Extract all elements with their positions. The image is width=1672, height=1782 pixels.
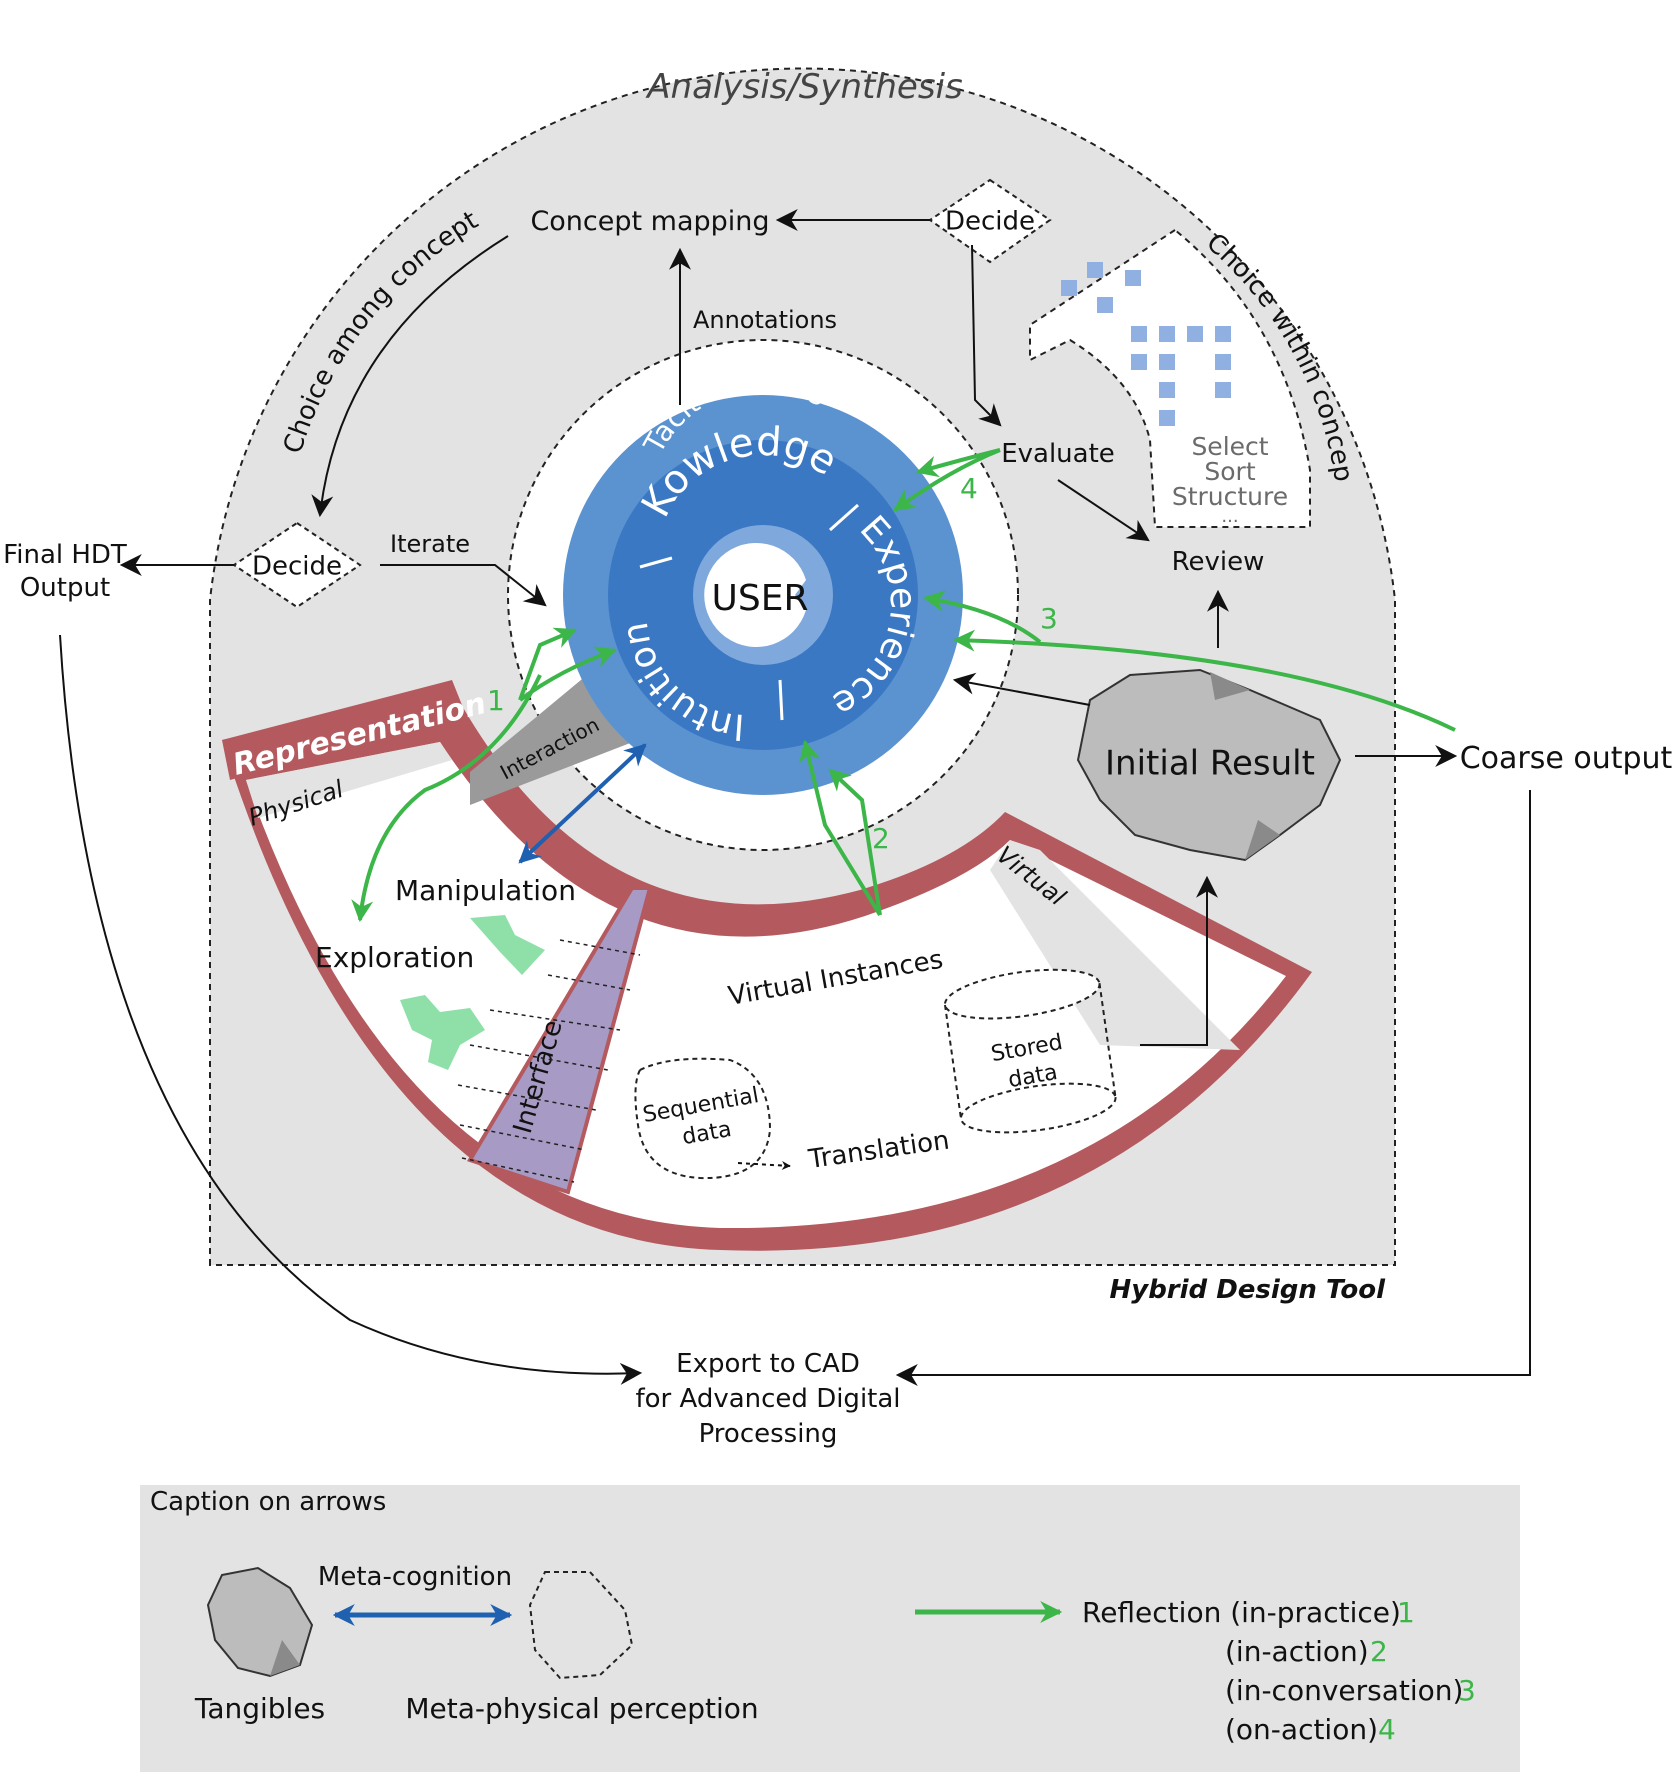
tangibles-rock-shade (270, 1640, 300, 1676)
export-label-3: Processing (699, 1419, 838, 1449)
select-label: Select (1191, 432, 1268, 461)
sequential-data-blob (634, 1057, 772, 1180)
reflection-2-arrow-b (798, 739, 882, 917)
black-arrows (59, 209, 1531, 1386)
reflection-2-arrow-a (828, 768, 882, 916)
evaluate-label: Evaluate (1001, 439, 1115, 469)
legend-caption: Caption on arrows (150, 1487, 386, 1517)
iterate-label: Iterate (390, 530, 470, 558)
structure-label: Structure (1172, 482, 1288, 511)
arrow-stored-to-rock (1140, 875, 1218, 1046)
reflection-number-4: 4 (960, 472, 978, 505)
arrow-evaluate-to-review (1057, 479, 1150, 542)
reflection-number-1: 1 (487, 684, 505, 717)
exploration-label: Exploration (315, 941, 474, 974)
arrow-choice-among (311, 235, 509, 518)
reflection-1-arrow-c (518, 646, 618, 702)
decide-top-diamond (928, 178, 1052, 264)
legend-meta-physical-label: Meta-physical perception (405, 1692, 758, 1725)
stored-data-cylinder (943, 968, 1117, 1134)
reflection-arrows (351, 448, 1456, 923)
arrow-final-to-export (59, 634, 643, 1385)
arrow-coarse-to-export (895, 790, 1531, 1386)
legend-meta-cognition-label: Meta-cognition (318, 1562, 512, 1592)
legend-on-action-label: (on-action) (1225, 1713, 1378, 1746)
physical-strip (246, 742, 452, 818)
interface-strip (467, 886, 653, 1195)
manipulation-label: Manipulation (395, 874, 576, 907)
legend-tangibles-label: Tangibles (194, 1692, 325, 1725)
legend-reflection-n3: 3 (1458, 1674, 1476, 1707)
legend-box (140, 1485, 1520, 1772)
interface-projection-lines (457, 939, 641, 1183)
reflection-1-arrow-a (518, 627, 578, 701)
reflection-number-2: 2 (872, 822, 890, 855)
exploration-hand-icon (400, 995, 485, 1070)
decide-top-label: Decide (945, 207, 1035, 237)
final-hdt-output-label: Final HDT (3, 540, 127, 570)
final-hdt-output-label-2: Output (20, 573, 110, 603)
reflection-1-arrow-b (351, 674, 542, 923)
review-label: Review (1172, 547, 1265, 577)
coarse-output-label: Coarse output (1460, 741, 1672, 776)
decide-left-diamond (232, 521, 362, 609)
arrow-decide-to-evaluate (971, 244, 1002, 427)
virtual-strip (990, 840, 1240, 1050)
initial-result-label: Initial Result (1105, 744, 1315, 784)
sort-label: Sort (1204, 457, 1255, 486)
arrow-iterate (380, 564, 547, 607)
arrow-sequential-to-translation (737, 1161, 791, 1171)
legend-in-conversation-label: (in-conversation) (1225, 1674, 1463, 1707)
export-label-1: Export to CAD (676, 1349, 860, 1379)
meta-cognition-arrow-manipulation (518, 743, 647, 864)
legend-reflection-n2: 2 (1370, 1635, 1388, 1668)
rock-shade (1210, 672, 1250, 700)
arrow-rock-to-core (952, 672, 1091, 706)
export-label-2: for Advanced Digital (635, 1384, 900, 1414)
representation-label-box (222, 680, 466, 780)
exploration-arrow-icon (470, 915, 545, 975)
analysis-synthesis-title: Analysis/Synthesis (645, 67, 962, 107)
user-core (704, 543, 806, 648)
initial-result-rock (1076, 668, 1342, 862)
legend-reflection-n4: 4 (1378, 1713, 1396, 1746)
rock-shade-2 (1245, 820, 1280, 860)
decide-left-label: Decide (252, 552, 342, 582)
concept-squares-icon (1061, 262, 1231, 426)
annotations-label: Annotations (693, 306, 837, 334)
core-dividers (639, 503, 859, 721)
legend-reflection-n1: 1 (1397, 1596, 1415, 1629)
hybrid-design-tool-title: Hybrid Design Tool (1109, 1275, 1386, 1305)
legend-reflection-label: Reflection (in-practice) (1082, 1596, 1401, 1629)
reflection-3-arrow-b (922, 590, 1042, 644)
user-label: USER (712, 578, 809, 619)
ellipsis-label: ... (1221, 506, 1238, 527)
reflection-number-3: 3 (1040, 602, 1058, 635)
legend-in-action-label: (in-action) (1225, 1635, 1369, 1668)
meta-physical-blob-icon (528, 1571, 634, 1680)
reflection-3-arrow-a (952, 629, 1456, 732)
reflection-4-arrow-b (893, 448, 1001, 512)
concept-mapping-label: Concept mapping (530, 206, 769, 237)
